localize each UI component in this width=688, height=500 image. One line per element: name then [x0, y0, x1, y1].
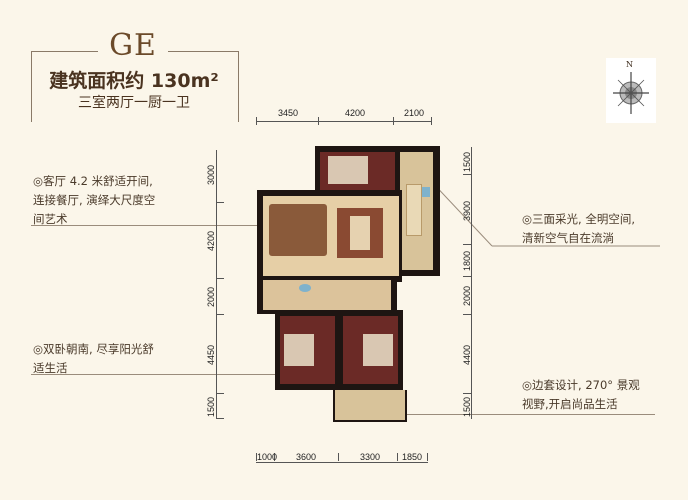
bathroom-corridor	[263, 280, 391, 310]
dim-line-right	[471, 147, 472, 419]
dim-tick	[427, 453, 428, 461]
dim-left-3: 2000	[206, 286, 216, 308]
bedroom-top	[320, 152, 400, 194]
leader-line-lighting	[430, 180, 660, 247]
dim-tick	[256, 117, 257, 125]
leader-line-corner	[400, 414, 655, 415]
dim-bottom-4: 1850	[402, 452, 423, 462]
dim-right-5: 4400	[462, 344, 472, 366]
sink-icon	[422, 187, 430, 197]
title-gap	[98, 40, 168, 60]
note-corner: ◎边套设计, 270° 景观 视野,开启尚品生活	[522, 378, 640, 411]
floor-plan	[255, 146, 445, 434]
leader-line-bedrooms	[31, 374, 276, 375]
dim-bottom-1: 1000	[257, 452, 278, 462]
dim-line-bottom	[256, 462, 428, 463]
dim-right-2: 3900	[462, 200, 472, 222]
room-layout: 三室两厅一厨一卫	[78, 95, 190, 111]
dim-right-1: 1500	[462, 151, 472, 173]
dim-top-2: 4200	[345, 108, 366, 118]
dim-right-4: 2000	[462, 285, 472, 307]
note-bedrooms: ◎双卧朝南, 尽享阳光舒 适生活	[33, 342, 154, 375]
dim-tick	[216, 418, 224, 419]
dim-tick	[463, 276, 471, 277]
bed-icon	[284, 334, 314, 366]
dim-bottom-3: 3300	[360, 452, 381, 462]
dim-tick	[431, 117, 432, 125]
dim-tick	[318, 117, 319, 125]
basin-icon	[299, 284, 311, 292]
dim-line-top	[256, 121, 432, 122]
note-lighting: ◎三面采光, 全明空间, 清新空气自在流淌	[522, 212, 635, 245]
dim-tick	[463, 174, 471, 175]
unit-code: GE	[109, 28, 157, 63]
dim-tick	[256, 453, 257, 461]
dim-tick	[216, 202, 224, 203]
dim-left-4: 4450	[206, 344, 216, 366]
compass-icon	[613, 72, 649, 114]
kitchen	[400, 152, 433, 270]
dim-tick	[216, 393, 224, 394]
dim-left-5: 1500	[206, 396, 216, 418]
bed-icon	[363, 334, 393, 366]
note-living-room: ◎客厅 4.2 米舒适开间, 连接餐厅, 演绎大尺度空 间艺术	[33, 174, 156, 226]
dim-line-left	[216, 150, 217, 418]
compass-rose: N	[606, 58, 656, 123]
sofa-set-icon	[269, 204, 327, 256]
dining-rug	[337, 208, 383, 258]
dining-table-icon	[350, 216, 370, 250]
building-area: 建筑面积约 130m²	[49, 70, 219, 92]
dim-top-1: 3450	[278, 108, 299, 118]
living-dining-room	[263, 196, 399, 276]
balcony	[333, 390, 407, 422]
north-label: N	[626, 60, 633, 69]
bed-icon	[328, 156, 368, 184]
dim-tick	[338, 453, 339, 461]
bedroom-bottom-left	[280, 316, 335, 384]
dim-tick	[216, 278, 224, 279]
counter-icon	[406, 184, 422, 236]
dim-tick	[463, 244, 471, 245]
dim-tick	[274, 453, 275, 461]
dim-right-6: 1500	[462, 396, 472, 418]
dim-left-2: 4200	[206, 230, 216, 252]
dim-top-3: 2100	[404, 108, 425, 118]
leader-line-living	[31, 225, 266, 226]
dim-tick	[216, 314, 224, 315]
dim-tick	[397, 453, 398, 461]
dim-bottom-2: 3600	[296, 452, 317, 462]
dim-left-1: 3000	[206, 164, 216, 186]
dim-tick	[393, 117, 394, 125]
dim-tick	[463, 314, 471, 315]
bedroom-bottom-right	[343, 316, 398, 384]
dim-tick	[463, 393, 471, 394]
dim-right-3: 1800	[462, 250, 472, 272]
